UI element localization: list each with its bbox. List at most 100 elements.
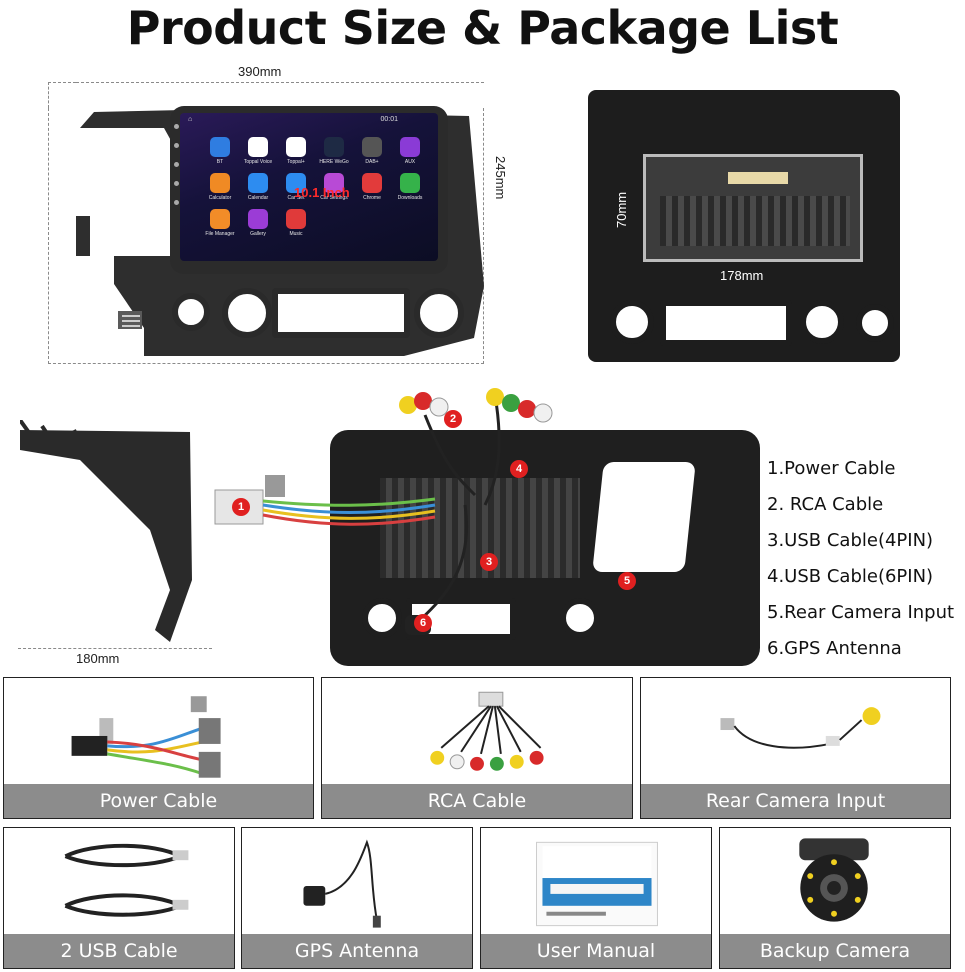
- frame-opening: [592, 462, 696, 572]
- app-calculator[interactable]: Calculator: [202, 173, 238, 201]
- wiring-harness: [214, 388, 553, 635]
- app-aux[interactable]: AUX: [392, 137, 428, 165]
- app-chrome[interactable]: Chrome: [354, 173, 390, 201]
- app-label: Toppal+: [287, 159, 305, 165]
- radio-icon: [362, 137, 382, 157]
- card-label: User Manual: [481, 934, 711, 968]
- rear-camera-cable-image: [720, 707, 881, 749]
- gps-antenna-image: [303, 839, 381, 928]
- app-label: Chrome: [363, 195, 381, 201]
- volume-down-button[interactable]: [174, 200, 179, 205]
- usb-cable-image: [64, 843, 189, 917]
- power-cable-image: [71, 696, 221, 778]
- callout-3: 3: [480, 553, 498, 571]
- list-item-gps: 6.GPS Antenna: [767, 638, 902, 659]
- app-label: Car Set: [287, 195, 305, 201]
- card-user-manual: User Manual: [480, 827, 712, 969]
- app-settings[interactable]: Car Settings: [316, 173, 352, 201]
- list-item-usb-6pin: 4.USB Cable(6PIN): [767, 566, 934, 587]
- list-item-rear-camera: 5.Rear Camera Input: [767, 602, 955, 623]
- app-radio[interactable]: DAB+: [354, 137, 390, 165]
- home-icon[interactable]: ⌂: [188, 116, 193, 123]
- app-music[interactable]: Music: [278, 209, 314, 237]
- card-rca-cable: RCA Cable: [321, 677, 633, 819]
- gallery-icon: [248, 209, 268, 229]
- folder-icon: [210, 209, 230, 229]
- app-voice[interactable]: Toppal Voice: [240, 137, 276, 165]
- music-icon: [286, 209, 306, 229]
- calendar-icon: [248, 173, 268, 193]
- frame-vent-left: [362, 598, 402, 638]
- back-button[interactable]: [174, 162, 179, 167]
- list-item-usb-4pin: 3.USB Cable(4PIN): [767, 530, 934, 551]
- volume-up-button[interactable]: [174, 181, 179, 186]
- app-toppal[interactable]: Toppal+: [278, 137, 314, 165]
- app-label: BT: [216, 159, 224, 165]
- app-label: DAB+: [365, 159, 379, 165]
- app-label: Calculator: [208, 195, 232, 201]
- cage-vent-left: [610, 300, 654, 344]
- aux-icon: [400, 137, 420, 157]
- download-icon: [400, 173, 420, 193]
- page-title: Product Size & Package List: [126, 1, 839, 55]
- side-buttons: [174, 124, 180, 244]
- callout-1: 1: [232, 498, 250, 516]
- list-item-power-cable: 1.Power Cable: [767, 458, 896, 479]
- card-usb-cable: 2 USB Cable: [3, 827, 235, 969]
- app-gallery[interactable]: Gallery: [240, 209, 276, 237]
- app-car[interactable]: Car Set: [278, 173, 314, 201]
- depth-guide-line: [18, 648, 212, 649]
- card-label: Power Cable: [4, 784, 313, 818]
- callout-5: 5: [618, 572, 636, 590]
- rca-cable-image: [430, 691, 544, 771]
- cage-vent-mid: [800, 300, 844, 344]
- cage-height-label: 70mm: [614, 191, 629, 228]
- power-button[interactable]: [174, 124, 179, 129]
- app-download[interactable]: Downloads: [392, 173, 428, 201]
- screen-size-label: 10.1 Inch: [294, 185, 350, 200]
- width-dimension-guide: [76, 82, 484, 83]
- card-label: Backup Camera: [720, 934, 950, 968]
- card-rear-camera-input: Rear Camera Input: [640, 677, 951, 819]
- bluetooth-icon: [210, 137, 230, 157]
- app-label: Gallery: [250, 231, 266, 237]
- cage-vent-right: [856, 304, 894, 342]
- callout-4: 4: [510, 460, 528, 478]
- toppal-icon: [286, 137, 306, 157]
- app-bluetooth[interactable]: BT: [202, 137, 238, 165]
- knob-left: [222, 288, 272, 338]
- cage-slot: [660, 300, 792, 346]
- home-button[interactable]: [174, 143, 179, 148]
- status-bar: ⌂ 00:01: [180, 113, 438, 127]
- list-item-rca-cable: 2. RCA Cable: [767, 494, 884, 515]
- backup-camera-image: [799, 838, 869, 922]
- app-grid: BT Toppal Voice Toppal+ HERE WeGo DAB+ AUX Cal…: [202, 137, 422, 237]
- app-label: File Manager: [205, 231, 235, 237]
- connector-block: [728, 172, 788, 184]
- dimension-box: [48, 108, 484, 364]
- app-label: Toppal Voice: [243, 159, 273, 165]
- height-label: 245mm: [493, 156, 508, 200]
- package-list: 1.Power Cable 2. RCA Cable 3.USB Cable(4…: [767, 456, 954, 672]
- card-label: RCA Cable: [322, 784, 632, 818]
- app-folder[interactable]: File Manager: [202, 209, 238, 237]
- car-icon: [286, 173, 306, 193]
- app-calendar[interactable]: Calendar: [240, 173, 276, 201]
- app-label: AUX: [404, 159, 416, 165]
- app-label: Downloads: [397, 195, 423, 201]
- app-label: Music: [289, 231, 303, 237]
- callout-2: 2: [444, 410, 462, 428]
- settings-icon: [324, 173, 344, 193]
- width-label: 390mm: [238, 64, 282, 79]
- card-backup-camera: Backup Camera: [719, 827, 951, 969]
- card-gps-antenna: GPS Antenna: [241, 827, 473, 969]
- frame-vent-right: [560, 598, 600, 638]
- app-navigation[interactable]: HERE WeGo: [316, 137, 352, 165]
- app-label: HERE WeGo: [319, 159, 349, 165]
- chrome-icon: [362, 173, 382, 193]
- card-label: 2 USB Cable: [4, 934, 234, 968]
- callout-6: 6: [414, 614, 432, 632]
- depth-guide: [48, 82, 76, 108]
- depth-label: 180mm: [76, 651, 120, 666]
- app-label: Car Settings: [320, 195, 348, 201]
